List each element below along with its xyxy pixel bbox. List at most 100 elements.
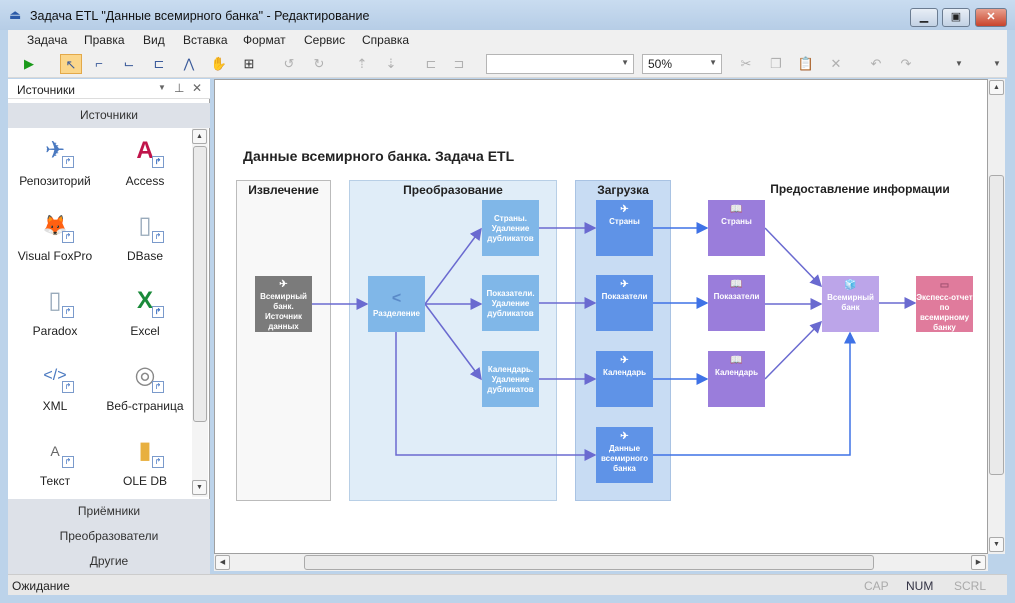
source-text[interactable]: A↱Текст <box>10 434 100 497</box>
ungroup-icon[interactable]: ⊐ <box>453 56 465 71</box>
vertical-scrollbar[interactable]: ▲ ▼ <box>988 79 1005 554</box>
connector-tool-icon[interactable]: ⌐ <box>95 56 103 71</box>
node-load-countries[interactable]: ✈Страны <box>596 200 653 256</box>
node-cube-world-bank[interactable]: 🧊Всемирный банк <box>822 276 879 332</box>
panel-close-icon[interactable]: ✕ <box>192 81 203 95</box>
source-label: Paradox <box>32 324 78 338</box>
vertical-scroll-thumb[interactable] <box>989 175 1004 475</box>
zoom-fit-icon[interactable]: ⊞ <box>243 56 255 71</box>
node-transform-calendar[interactable]: Календарь. Удаление дубликатов <box>482 351 539 407</box>
connector3-tool-icon[interactable]: ⊏ <box>153 56 165 71</box>
style-combo[interactable]: ▼ <box>486 54 634 74</box>
node-load-wb-data[interactable]: ✈Данные всемирного банка <box>596 427 653 483</box>
close-button[interactable]: ✕ <box>975 8 1007 27</box>
source-label: Access <box>125 174 165 188</box>
cut-icon[interactable]: ✂ <box>740 56 752 71</box>
paper-plane-icon: ✈↱ <box>38 134 74 168</box>
globe-icon: ◎↱ <box>128 359 164 393</box>
source-label: OLE DB <box>122 474 167 488</box>
node-label: Всемирный банк. Источник данных <box>260 292 307 331</box>
menu-help[interactable]: Справка <box>362 33 410 47</box>
zoom-combo[interactable]: 50%▼ <box>642 54 722 74</box>
undo-icon[interactable]: ↶ <box>870 56 882 71</box>
scroll-left-icon[interactable]: ◀ <box>215 555 230 570</box>
source-access[interactable]: A↱ Access <box>100 134 190 209</box>
delete-icon[interactable]: ✕ <box>830 56 842 71</box>
connector2-tool-icon[interactable]: ⌙ <box>123 56 135 71</box>
source-paradox[interactable]: ▯↱Paradox <box>10 284 100 359</box>
node-label: Страны <box>721 217 752 226</box>
toolbar-options-icon[interactable]: ▼ <box>993 59 1001 68</box>
node-transform-indicators[interactable]: Показатели. Удаление дубликатов <box>482 275 539 331</box>
pointer-tool-icon[interactable]: ↖ <box>60 54 82 74</box>
send-backward-icon[interactable]: ⇣ <box>385 56 397 71</box>
rotate-right-icon[interactable]: ↻ <box>313 56 325 71</box>
node-load-calendar[interactable]: ✈Календарь <box>596 351 653 407</box>
menu-service[interactable]: Сервис <box>304 33 346 47</box>
source-label: Visual FoxPro <box>17 249 93 263</box>
node-dict-countries[interactable]: 📖Страны <box>708 200 765 256</box>
rotate-left-icon[interactable]: ↺ <box>283 56 295 71</box>
hand-tool-icon[interactable]: ✋ <box>210 56 228 71</box>
group-other[interactable]: Другие <box>8 549 210 574</box>
menu-edit[interactable]: Правка <box>84 33 125 47</box>
access-icon: A↱ <box>128 134 164 168</box>
source-excel[interactable]: X↱Excel <box>100 284 190 359</box>
node-transform-countries[interactable]: Страны. Удаление дубликатов <box>482 200 539 256</box>
panel-scroll-thumb[interactable] <box>193 146 207 422</box>
group-receivers[interactable]: Приёмники <box>8 499 210 524</box>
panel-scrollbar[interactable]: ▲ ▼ <box>192 128 208 497</box>
menu-task[interactable]: Задача <box>27 33 68 47</box>
scroll-up-icon[interactable]: ▲ <box>989 80 1004 95</box>
source-label: DBase <box>126 249 164 263</box>
node-dict-indicators[interactable]: 📖Показатели <box>708 275 765 331</box>
scroll-up-icon[interactable]: ▲ <box>192 129 207 144</box>
polyline-tool-icon[interactable]: ⋀ <box>183 56 195 71</box>
arrow <box>764 320 823 380</box>
horizontal-scrollbar[interactable]: ◀ ▶ <box>214 554 988 571</box>
maximize-button[interactable]: ▣ <box>942 8 970 27</box>
paste-icon[interactable]: 📋 <box>797 56 815 71</box>
copy-icon[interactable]: ❐ <box>770 56 782 71</box>
node-label: Показатели <box>601 292 648 301</box>
menu-format[interactable]: Формат <box>243 33 286 47</box>
minimize-button[interactable]: ▁ <box>910 8 938 27</box>
pin-icon[interactable]: ⊥ <box>174 81 185 95</box>
toolbar: ▶ ↖ ⌐ ⌙ ⊏ ⋀ ✋ ⊞ ↺ ↻ ⇡ ⇣ ⊏ ⊐ ▼ 50%▼ ✂ ❐ 📋… <box>8 50 1007 78</box>
group-icon[interactable]: ⊏ <box>425 56 437 71</box>
group-transformers[interactable]: Преобразователи <box>8 524 210 549</box>
node-split[interactable]: <Разделение <box>368 276 425 332</box>
scroll-down-icon[interactable]: ▼ <box>989 537 1004 552</box>
book-icon: 📖 <box>730 355 743 366</box>
xml-icon: </>↱ <box>38 359 74 393</box>
run-icon[interactable]: ▶ <box>24 56 34 71</box>
group-sources[interactable]: Источники <box>8 103 210 128</box>
source-visual-foxpro[interactable]: 🦊↱Visual FoxPro <box>10 209 100 284</box>
node-label: Данные всемирного банка <box>600 444 649 473</box>
panel-menu-icon[interactable]: ▼ <box>158 83 166 92</box>
scroll-down-icon[interactable]: ▼ <box>192 480 207 495</box>
cap-indicator: CAP <box>864 579 889 593</box>
node-source[interactable]: ✈Всемирный банк. Источник данных <box>255 276 312 332</box>
source-web-page[interactable]: ◎↱Веб-страница <box>100 359 190 434</box>
bring-forward-icon[interactable]: ⇡ <box>356 56 368 71</box>
node-express-report[interactable]: ▭Экспесс-отчет по всемирному банку <box>916 276 973 332</box>
node-label: Календарь <box>602 368 647 377</box>
chevron-down-icon: ▼ <box>621 58 629 67</box>
lane-title-info: Предоставление информации <box>770 182 950 196</box>
source-repository[interactable]: ✈↱Репозиторий <box>10 134 100 209</box>
horizontal-scroll-thumb[interactable] <box>304 555 874 570</box>
source-dbase[interactable]: ▯↱DBase <box>100 209 190 284</box>
source-xml[interactable]: </>↱XML <box>10 359 100 434</box>
redo-icon[interactable]: ↷ <box>900 56 912 71</box>
menu-view[interactable]: Вид <box>143 33 165 47</box>
node-dict-calendar[interactable]: 📖Календарь <box>708 351 765 407</box>
num-indicator: NUM <box>906 579 934 593</box>
node-load-indicators[interactable]: ✈Показатели <box>596 275 653 331</box>
panel-title: Источники <box>17 83 75 97</box>
scroll-right-icon[interactable]: ▶ <box>971 555 986 570</box>
toolbar-overflow-icon[interactable]: ▼ <box>955 59 963 68</box>
source-ole-db[interactable]: ▮↱OLE DB <box>100 434 190 497</box>
menu-insert[interactable]: Вставка <box>183 33 228 47</box>
window-title: Задача ETL "Данные всемирного банка" - Р… <box>30 9 370 23</box>
